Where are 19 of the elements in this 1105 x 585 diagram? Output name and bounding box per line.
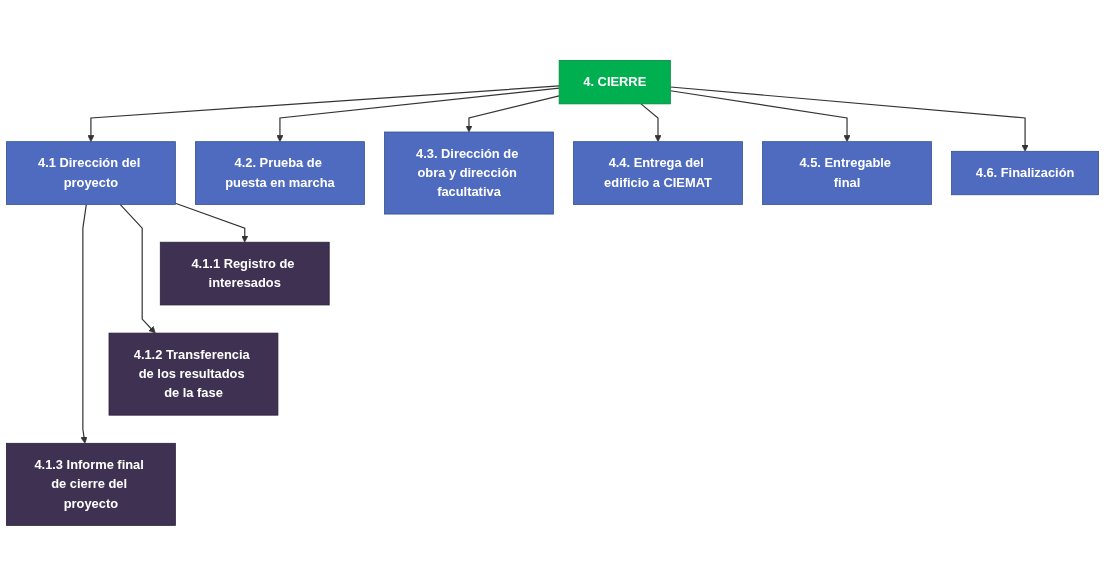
node-box: 4.2. Prueba de puesta en marcha — [195, 140, 365, 205]
arrow — [669, 86, 1029, 152]
node-box: 4.5. Entregable final — [762, 140, 932, 205]
node-box: 4.1.3 Informe final de cierre del proyecto — [6, 442, 176, 526]
arrow — [119, 203, 156, 334]
node-box: 4. CIERRE — [558, 59, 671, 104]
node-box: 4.3. Dirección de obra y dirección facultativa — [384, 131, 554, 215]
arrow — [80, 203, 88, 444]
node-box: 4.1 Dirección del proyecto — [6, 140, 176, 205]
node-box: 4.4. Entrega del edificio a CIEMAT — [573, 140, 743, 205]
arrow — [640, 102, 662, 142]
arrow — [87, 84, 560, 142]
arrow — [669, 89, 851, 142]
arrow — [174, 202, 249, 243]
arrow — [276, 87, 560, 142]
node-box: 4.1.2 Transferencia de los resultados de la fase — [108, 332, 279, 416]
arrow — [465, 94, 560, 132]
node-box: 4.1.1 Registro de interesados — [159, 241, 330, 305]
node-box: 4.6. Finalización — [951, 150, 1099, 195]
